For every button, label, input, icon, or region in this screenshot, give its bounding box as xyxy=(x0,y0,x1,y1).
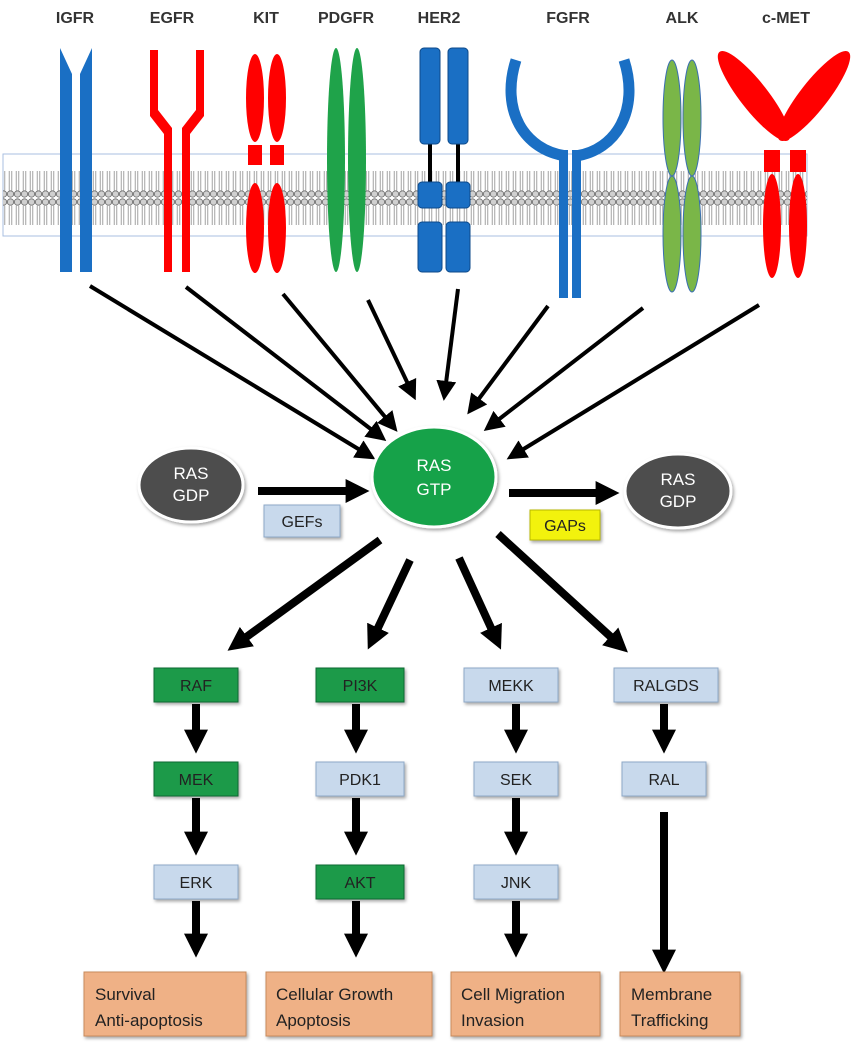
svg-text:SEK: SEK xyxy=(500,772,532,789)
receptor-label-pdgfr: PDGFR xyxy=(318,10,374,27)
svg-text:AKT: AKT xyxy=(344,875,375,892)
svg-text:Invasion: Invasion xyxy=(461,1011,524,1030)
arrow-kit-ras xyxy=(281,292,398,432)
receptor-label-igfr: IGFR xyxy=(56,10,95,27)
arrow-ras-pi3k xyxy=(367,558,414,650)
arrow-ras-ralgds xyxy=(495,531,628,653)
pathway-node: PI3K xyxy=(315,667,405,703)
svg-text:RAS: RAS xyxy=(661,470,696,489)
pathway-node: RAF xyxy=(153,667,239,703)
arrow-ras-mekk xyxy=(455,556,502,650)
receptor-label-alk: ALK xyxy=(666,10,699,27)
ras-to-effector-arrows xyxy=(227,531,628,653)
outcome-survival: Survival Anti-apoptosis xyxy=(83,971,247,1037)
alk-receptor xyxy=(662,59,702,293)
ras-gdp-left: RAS GDP xyxy=(137,446,245,524)
pathway-node: AKT xyxy=(315,864,405,900)
receptor-label-egfr: EGFR xyxy=(150,10,195,27)
svg-text:Cell Migration: Cell Migration xyxy=(461,985,565,1004)
svg-text:GEFs: GEFs xyxy=(282,514,323,531)
svg-text:Anti-apoptosis: Anti-apoptosis xyxy=(95,1011,203,1030)
svg-text:GTP: GTP xyxy=(417,480,452,499)
receptor-label-cmet: c-MET xyxy=(762,10,810,27)
arrow-alk-ras xyxy=(483,306,645,432)
svg-text:Apoptosis: Apoptosis xyxy=(276,1011,351,1030)
pathway-node: MEKK xyxy=(463,667,559,703)
receptor-label-kit: KIT xyxy=(253,10,279,27)
svg-text:Cellular Growth: Cellular Growth xyxy=(276,985,393,1004)
pathway-pi3k: PI3K PDK1 AKT xyxy=(315,667,405,958)
arrow-cmet-ras xyxy=(506,303,761,460)
pathway-node: PDK1 xyxy=(315,761,405,797)
svg-text:RAF: RAF xyxy=(180,678,212,695)
igfr-receptor xyxy=(60,48,92,272)
pathway-ralgds: RALGDS RAL xyxy=(613,667,719,974)
outcome-migration: Cell Migration Invasion xyxy=(450,971,601,1037)
pdgfr-receptor xyxy=(327,48,366,272)
svg-text:JNK: JNK xyxy=(501,875,532,892)
ras-gdp-right: RAS GDP xyxy=(623,452,733,530)
outcome-trafficking: Membrane Trafficking xyxy=(619,971,741,1037)
svg-text:RALGDS: RALGDS xyxy=(633,678,699,695)
svg-text:ERK: ERK xyxy=(180,875,213,892)
svg-text:GDP: GDP xyxy=(173,486,210,505)
receptor-to-ras-arrows xyxy=(88,284,761,460)
svg-text:Membrane: Membrane xyxy=(631,985,712,1004)
egfr-receptor xyxy=(150,50,204,272)
arrow-fgfr-ras xyxy=(467,304,550,415)
ras-gtp: RAS GTP xyxy=(370,425,498,529)
pathway-node: RALGDS xyxy=(613,667,719,703)
arrow-egfr-ras xyxy=(184,285,387,441)
cmet-receptor xyxy=(717,51,851,278)
kit-receptor xyxy=(246,54,286,273)
pathway-node: RAL xyxy=(621,761,707,797)
her2-receptor xyxy=(417,47,471,273)
arrow-igfr-ras xyxy=(88,284,376,460)
svg-text:PI3K: PI3K xyxy=(343,678,378,695)
receptor-label-fgfr: FGFR xyxy=(546,10,590,27)
gefs-box: GEFs xyxy=(263,504,341,538)
svg-text:RAL: RAL xyxy=(648,772,679,789)
gaps-box: GAPs xyxy=(529,509,601,541)
svg-text:PDK1: PDK1 xyxy=(339,772,381,789)
pathway-node: JNK xyxy=(473,864,559,900)
receptor-labels: IGFR EGFR KIT PDGFR HER2 FGFR ALK c-MET xyxy=(56,10,810,27)
fgfr-receptor xyxy=(505,58,635,298)
svg-text:RAS: RAS xyxy=(417,456,452,475)
svg-text:GDP: GDP xyxy=(660,492,697,511)
pathway-raf: RAF MEK ERK xyxy=(153,667,239,958)
receptor-label-her2: HER2 xyxy=(418,10,461,27)
pathway-node: SEK xyxy=(473,761,559,797)
arrow-her2-ras xyxy=(436,288,460,401)
svg-text:MEKK: MEKK xyxy=(488,678,534,695)
pathway-node: ERK xyxy=(153,864,239,900)
svg-text:MEK: MEK xyxy=(179,772,214,789)
svg-text:GAPs: GAPs xyxy=(544,518,586,535)
svg-text:Survival: Survival xyxy=(95,985,155,1004)
arrow-pdgfr-ras xyxy=(366,299,417,401)
svg-text:Trafficking: Trafficking xyxy=(631,1011,708,1030)
arrow-ras-raf xyxy=(227,536,383,651)
svg-text:RAS: RAS xyxy=(174,464,209,483)
pathway-node: MEK xyxy=(153,761,239,797)
pathway-mekk: MEKK SEK JNK xyxy=(463,667,559,958)
outcome-growth: Cellular Growth Apoptosis xyxy=(265,971,433,1037)
